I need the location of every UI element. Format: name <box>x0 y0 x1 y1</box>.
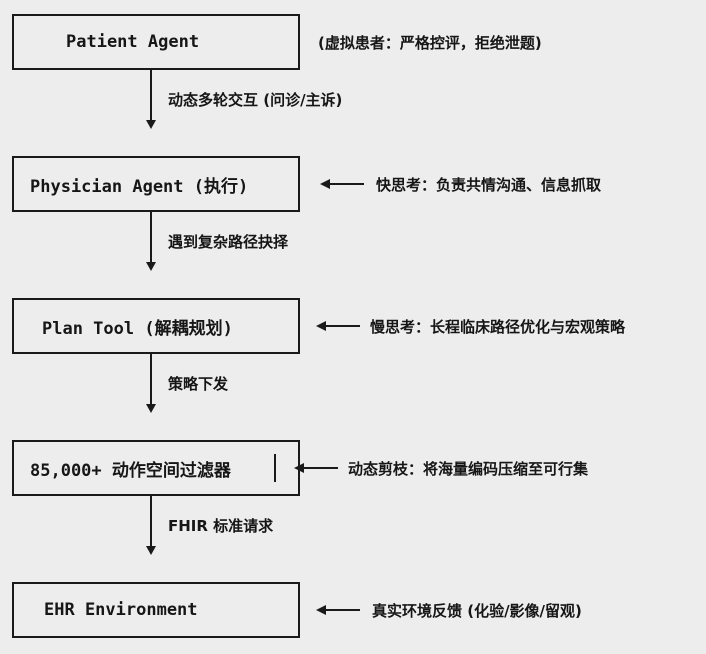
edge-arrowhead <box>146 404 156 413</box>
box-divider <box>274 454 276 482</box>
edge-line <box>150 496 152 546</box>
node-label: Physician Agent (执行) <box>30 176 249 197</box>
arrow-left-icon <box>316 321 326 331</box>
edge-line <box>150 354 152 404</box>
node-note-ehr: 真实环境反馈 (化验/影像/留观) <box>372 602 582 620</box>
edge-label-interaction: 动态多轮交互 (问诊/主诉) <box>168 91 343 109</box>
node-patient-agent: Patient Agent <box>12 14 300 70</box>
edge-arrowhead <box>146 120 156 129</box>
edge-label-decision: 遇到复杂路径抉择 <box>168 233 289 251</box>
node-physician-agent: Physician Agent (执行) <box>12 156 300 212</box>
node-note-patient: (虚拟患者：严格控评，拒绝泄题) <box>318 34 542 52</box>
node-label: Patient Agent <box>66 32 200 52</box>
node-action-filter: 85,000+ 动作空间过滤器 <box>12 440 300 496</box>
connector-line <box>330 183 364 185</box>
edge-line <box>150 212 152 262</box>
arrow-left-icon <box>294 463 304 473</box>
connector-line <box>326 609 360 611</box>
node-note-physician: 快思考：负责共情沟通、信息抓取 <box>376 176 602 194</box>
edge-label-fhir: FHIR 标准请求 <box>168 517 274 535</box>
connector-line <box>326 325 360 327</box>
edge-arrowhead <box>146 262 156 271</box>
node-label: EHR Environment <box>44 600 198 620</box>
connector-line <box>304 467 338 469</box>
node-note-plan-tool: 慢思考：长程临床路径优化与宏观策略 <box>370 318 626 336</box>
node-label: 85,000+ 动作空间过滤器 <box>30 460 231 481</box>
arrow-left-icon <box>316 605 326 615</box>
node-label: Plan Tool (解耦规划) <box>42 318 233 339</box>
node-note-filter: 动态剪枝：将海量编码压缩至可行集 <box>348 460 589 478</box>
edge-line <box>150 70 152 120</box>
node-ehr-environment: EHR Environment <box>12 582 300 638</box>
edge-label-strategy: 策略下发 <box>168 375 229 393</box>
edge-arrowhead <box>146 546 156 555</box>
arrow-left-icon <box>320 179 330 189</box>
node-plan-tool: Plan Tool (解耦规划) <box>12 298 300 354</box>
